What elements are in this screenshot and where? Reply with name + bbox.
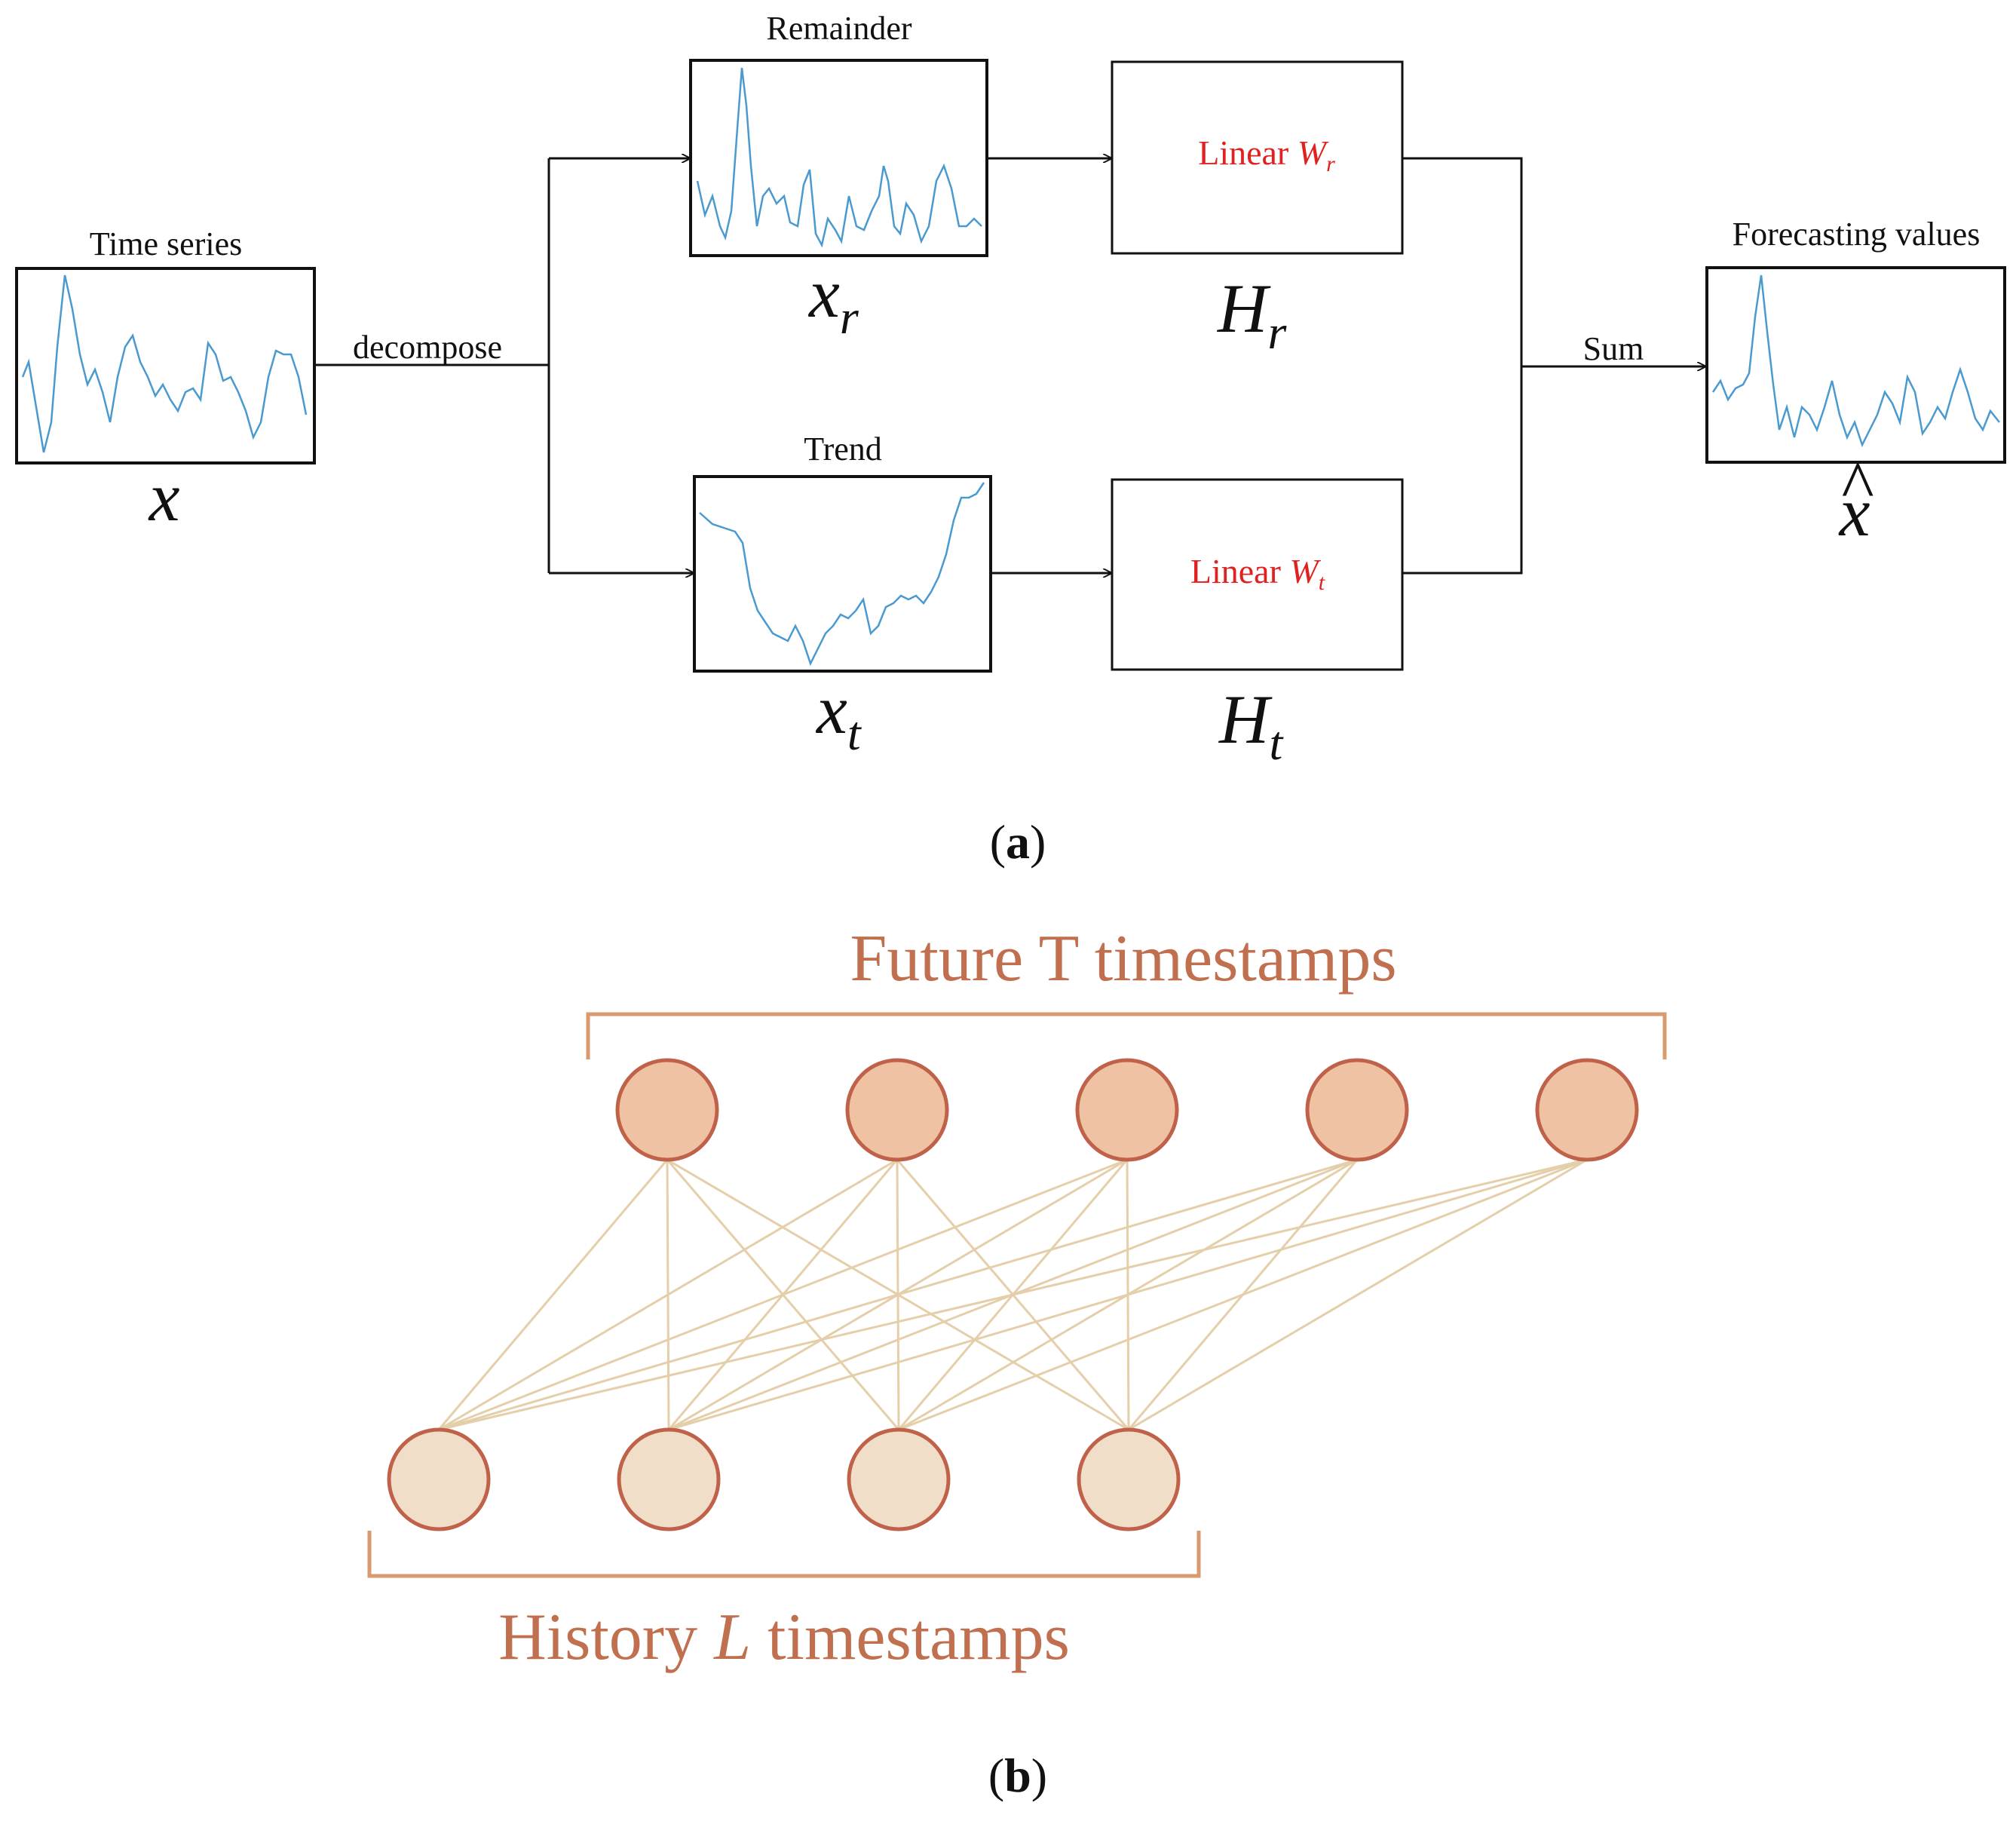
- trend-title: Trend: [804, 431, 882, 468]
- linear-remainder-box: [1111, 60, 1404, 255]
- future-node-4: [1305, 1058, 1409, 1162]
- edge-h4-f5: [1128, 1158, 1588, 1431]
- edge-h4-f2: [896, 1159, 1130, 1430]
- input-plot-box: [15, 267, 316, 464]
- linear-remainder-var: Hr: [1217, 270, 1287, 359]
- panel-b-caption: (b): [988, 1749, 1047, 1802]
- linear-trend-node: Linear Wt Ht: [1111, 478, 1404, 770]
- edge-h4-f1: [666, 1158, 1129, 1431]
- future-node-3: [1075, 1058, 1179, 1162]
- trend-node: Trend xt: [693, 431, 992, 760]
- output-series-line: [1711, 274, 2000, 448]
- decompose-label: decompose: [353, 329, 502, 366]
- input-series-node: Time series x: [15, 225, 316, 535]
- linear-trend-var: Ht: [1218, 681, 1284, 770]
- trend-var: xt: [815, 671, 862, 760]
- history-node-1: [387, 1427, 491, 1531]
- remainder-var: xr: [807, 255, 859, 344]
- history-label: History L timestamps: [498, 1601, 1070, 1674]
- sum-label: Sum: [1583, 330, 1644, 367]
- trend-series-line: [699, 482, 985, 667]
- output-hat: ^: [1840, 447, 1874, 524]
- edges: [437, 1158, 1588, 1431]
- future-bracket: [586, 1012, 1667, 1059]
- connectors: [315, 158, 1705, 573]
- input-title: Time series: [90, 225, 243, 262]
- remainder-series-line: [696, 67, 982, 248]
- future-nodes: [615, 1058, 1639, 1162]
- edge-h4-f3: [1126, 1159, 1130, 1430]
- history-node-3: [847, 1427, 951, 1531]
- history-nodes: [387, 1427, 1181, 1531]
- output-plot-box: [1705, 266, 2006, 464]
- remainder-title: Remainder: [766, 10, 911, 47]
- remainder-node: Remainder xr: [689, 10, 988, 344]
- future-label: Future T timestamps: [850, 922, 1396, 995]
- future-node-5: [1535, 1058, 1639, 1162]
- linear-trend-box: [1111, 478, 1404, 671]
- future-node-2: [845, 1058, 949, 1162]
- panel-a-caption: (a): [990, 815, 1046, 869]
- edge-h4-f4: [1127, 1159, 1359, 1430]
- edge-h1-f1: [437, 1159, 669, 1430]
- future-node-1: [615, 1058, 719, 1162]
- panel-b: Future T timestamps History L timestamps…: [367, 922, 1667, 1802]
- history-node-4: [1077, 1427, 1181, 1531]
- linear-remainder-node: Linear Wr Hr: [1111, 60, 1404, 359]
- linear-remainder-label: Linear Wr: [1198, 133, 1335, 176]
- edge-h3-f1: [666, 1159, 900, 1430]
- trend-plot-box: [693, 475, 992, 673]
- input-series-line: [21, 274, 308, 453]
- remainder-plot-box: [689, 59, 988, 257]
- history-bracket: [367, 1531, 1201, 1578]
- linear-trend-label: Linear Wt: [1190, 552, 1325, 595]
- output-var: x: [1838, 474, 1870, 550]
- linear-r-to-sum-line: [1402, 157, 1523, 575]
- output-title: Forecasting values: [1733, 216, 1981, 253]
- input-var: x: [148, 458, 180, 535]
- edge-h2-f1: [666, 1159, 670, 1430]
- panel-a: Time series x decompose Remainder xr Tre…: [15, 10, 2006, 869]
- output-series-node: Forecasting values x ^: [1705, 216, 2006, 550]
- history-node-2: [617, 1427, 721, 1531]
